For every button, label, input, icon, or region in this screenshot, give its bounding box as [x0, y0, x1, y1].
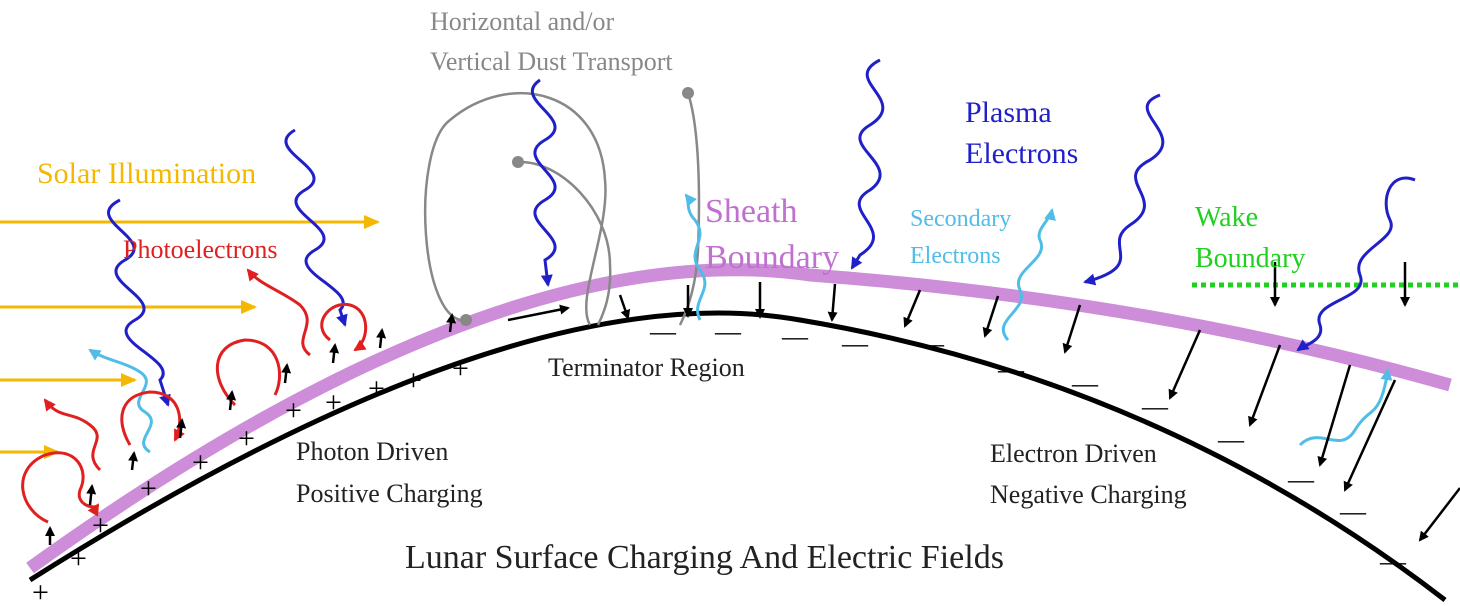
- minus-sign: —: [1339, 497, 1367, 526]
- minus-sign: —: [917, 329, 945, 358]
- sheath-boundary-band: [26, 263, 1452, 574]
- plasma-electrons-label: Plasma: [965, 96, 1052, 129]
- electric-field-arrows: [45, 262, 1460, 545]
- plus-sign: +: [238, 422, 255, 455]
- plus-sign: +: [368, 372, 385, 405]
- electron-driven-label: Negative Charging: [990, 480, 1187, 509]
- minus-sign: —: [1287, 465, 1315, 494]
- plus-sign: +: [70, 542, 87, 575]
- secondary-electrons-label: Secondary: [910, 206, 1011, 232]
- terminator-region-label: Terminator Region: [548, 353, 745, 382]
- secondary-electron-waves: [88, 193, 1393, 454]
- minus-sign: —: [841, 329, 869, 358]
- minus-sign: —: [1141, 392, 1169, 421]
- plasma-electrons-label: Electrons: [965, 137, 1078, 170]
- minus-sign: —: [649, 317, 677, 346]
- minus-sign: —: [1071, 369, 1099, 398]
- positive-charges: + + + + + + + + + + +: [32, 352, 469, 606]
- photon-driven-label: Positive Charging: [296, 479, 483, 508]
- plus-sign: +: [285, 394, 302, 427]
- minus-sign: —: [1217, 425, 1245, 454]
- plus-sign: +: [452, 352, 469, 385]
- plus-sign: +: [325, 386, 342, 419]
- minus-sign: —: [781, 322, 809, 351]
- minus-sign: —: [1379, 547, 1407, 576]
- negative-charges: — — — — — — — — — — — —: [649, 317, 1407, 576]
- dust-transport-label: Horizontal and/or: [430, 7, 614, 36]
- dust-transport-label: Vertical Dust Transport: [430, 47, 673, 76]
- plus-sign: +: [92, 509, 109, 542]
- dust-particles: [460, 87, 694, 326]
- minus-sign: —: [997, 355, 1025, 384]
- solar-illumination-arrows: [0, 215, 380, 459]
- photoelectrons-label: Photoelectrons: [123, 235, 278, 264]
- sheath-boundary-label: Sheath: [705, 193, 798, 230]
- plus-sign: +: [140, 472, 157, 505]
- plus-sign: +: [192, 446, 209, 479]
- solar-illumination-label: Solar Illumination: [37, 157, 256, 190]
- plus-sign: +: [405, 364, 422, 397]
- photon-driven-label: Photon Driven: [296, 437, 448, 466]
- secondary-electrons-label: Electrons: [910, 243, 1001, 269]
- wake-boundary-label: Boundary: [1195, 243, 1305, 274]
- dust-transport-arrow: [507, 304, 570, 322]
- sheath-boundary-label: Boundary: [705, 239, 839, 276]
- plasma-electron-waves: [107, 58, 1416, 407]
- minus-sign: —: [714, 317, 742, 346]
- plus-sign: +: [32, 576, 49, 606]
- electron-driven-label: Electron Driven: [990, 439, 1157, 468]
- wake-boundary-label: Wake: [1195, 202, 1258, 233]
- diagram-title: Lunar Surface Charging And Electric Fiel…: [405, 539, 1004, 576]
- lunar-surface-curve: [28, 310, 1447, 602]
